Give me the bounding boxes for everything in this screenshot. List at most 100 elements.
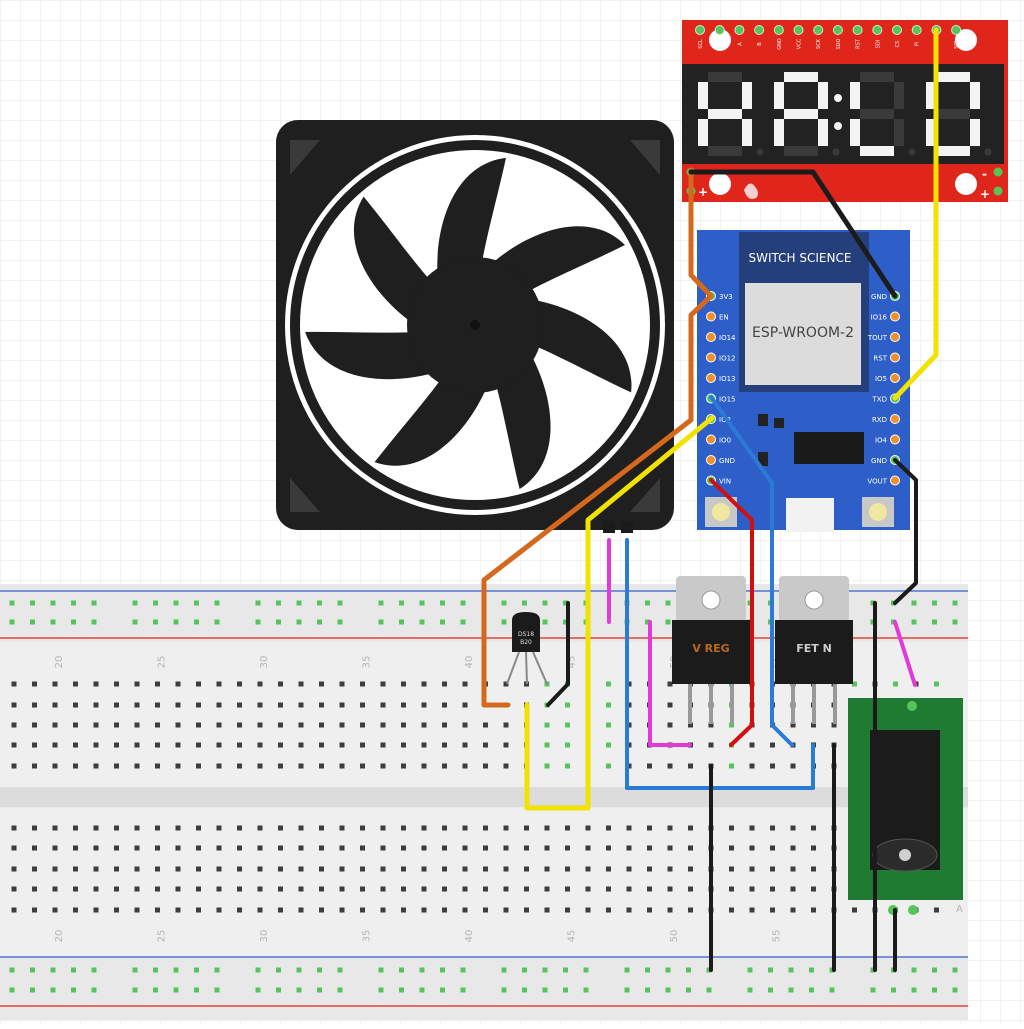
wire-blue-fan[interactable] — [625, 538, 815, 790]
esp-right-pin[interactable] — [890, 373, 900, 383]
breadboard-hole — [134, 722, 140, 728]
display-pin[interactable] — [734, 25, 745, 35]
esp-left-pin[interactable] — [706, 311, 716, 322]
display-pin[interactable] — [911, 25, 922, 35]
breadboard-hole — [729, 845, 734, 851]
wire-black-display-gnd[interactable] — [688, 169, 898, 299]
breadboard-hole — [276, 619, 281, 625]
esp-left-pin[interactable] — [706, 332, 716, 342]
esp-left-pin[interactable] — [706, 373, 716, 383]
breadboard-hole — [790, 722, 796, 728]
breadboard-hole — [911, 619, 917, 625]
breadboard-hole — [522, 600, 527, 606]
vreg-body — [672, 620, 750, 684]
esp-right-pin[interactable] — [890, 352, 900, 363]
breadboard-hole — [421, 886, 427, 892]
breadboard-channel — [0, 787, 968, 807]
display-digits — [698, 72, 992, 156]
display-pin[interactable] — [714, 25, 725, 35]
breadboard-hole — [932, 600, 937, 606]
breadboard-hole — [30, 619, 35, 625]
display-pin[interactable] — [951, 25, 962, 35]
breadboard-hole — [421, 866, 427, 872]
breadboard-hole — [11, 825, 17, 831]
breadboard-hole — [624, 967, 630, 973]
esp-right-pin-label: TOUT — [867, 334, 888, 342]
breadboard-hole — [93, 763, 99, 769]
wire-black-esp-gnd[interactable] — [893, 458, 918, 605]
breadboard-hole — [462, 722, 468, 728]
breadboard-hole — [645, 987, 650, 993]
wire-yellow-txd[interactable] — [892, 27, 939, 401]
esp-left-pin[interactable] — [706, 434, 716, 445]
esp-button-left-cap — [712, 503, 730, 521]
breadboard-hole — [52, 886, 58, 892]
display-pin[interactable] — [813, 25, 824, 35]
breadboard-hole — [255, 987, 261, 993]
breadboard-hole — [462, 886, 468, 892]
esp-left-pin[interactable] — [706, 455, 716, 465]
esp-right-pin[interactable] — [890, 311, 900, 322]
display-segment — [860, 146, 894, 156]
display-pin[interactable] — [872, 25, 883, 35]
esp-right-pin[interactable] — [890, 414, 900, 424]
breadboard-hole — [360, 866, 365, 872]
display-pin[interactable] — [754, 25, 765, 35]
esp-right-pin[interactable] — [890, 475, 900, 486]
breadboard-hole — [114, 866, 119, 872]
esp-right-pin[interactable] — [890, 332, 900, 342]
breadboard-hole — [298, 742, 304, 748]
wire-magenta-jack[interactable] — [893, 620, 917, 687]
display-pin[interactable] — [773, 25, 784, 35]
breadboard-hole — [134, 763, 140, 769]
breadboard-hole — [911, 967, 917, 973]
esp-left-pin[interactable] — [706, 352, 716, 363]
display-side-pin[interactable] — [993, 167, 1003, 177]
jack-pad-top — [907, 701, 917, 711]
esp-button-right-cap — [869, 503, 887, 521]
breadboard-hole — [216, 681, 222, 687]
breadboard-hole — [544, 845, 550, 851]
breadboard-hole — [460, 987, 466, 993]
breadboard-hole — [360, 722, 365, 728]
wire-red-vin[interactable] — [709, 478, 754, 747]
wire-magenta-vreg[interactable] — [648, 620, 692, 747]
breadboard-hole — [196, 722, 201, 728]
wire-yellow-io2[interactable] — [524, 415, 715, 811]
breadboard-hole — [442, 825, 447, 831]
display-pin[interactable] — [852, 25, 863, 35]
display-pin[interactable] — [892, 25, 902, 35]
wire-black-sensor[interactable] — [546, 601, 570, 707]
breadboard-hole — [91, 987, 97, 993]
breadboard-hole — [155, 845, 160, 851]
column-label-bottom: 50 — [669, 930, 680, 943]
esp-right-pin[interactable] — [890, 434, 900, 445]
breadboard-hole — [440, 600, 445, 606]
display-pin[interactable] — [832, 25, 843, 35]
display-segment — [698, 119, 708, 146]
display-side-pin[interactable] — [993, 186, 1003, 196]
breadboard-hole — [378, 987, 384, 993]
fan-connector-1 — [603, 521, 615, 533]
breadboard-hole — [71, 600, 76, 606]
display-segment — [708, 72, 742, 82]
breadboard-hole — [729, 825, 734, 831]
breadboard-hole — [626, 845, 632, 851]
breadboard-hole — [606, 825, 611, 831]
breadboard-hole — [768, 987, 773, 993]
breadboard-hole — [237, 907, 242, 913]
sensor-leg-2 — [525, 651, 528, 685]
breadboard-hole — [339, 907, 345, 913]
display-segment — [970, 119, 980, 146]
breadboard-hole — [768, 967, 773, 973]
temperature-sensor: DS18 B20 — [506, 612, 548, 685]
wire-orange-3v3[interactable] — [481, 167, 714, 708]
display-segment — [742, 82, 752, 109]
breadboard-hole — [483, 886, 488, 892]
breadboard-hole — [194, 967, 199, 973]
breadboard-hole — [319, 866, 324, 872]
breadboard-hole — [932, 987, 937, 993]
display-pin[interactable] — [793, 25, 804, 35]
wire-blue-io15[interactable] — [709, 395, 794, 747]
display-pin[interactable] — [695, 25, 705, 35]
